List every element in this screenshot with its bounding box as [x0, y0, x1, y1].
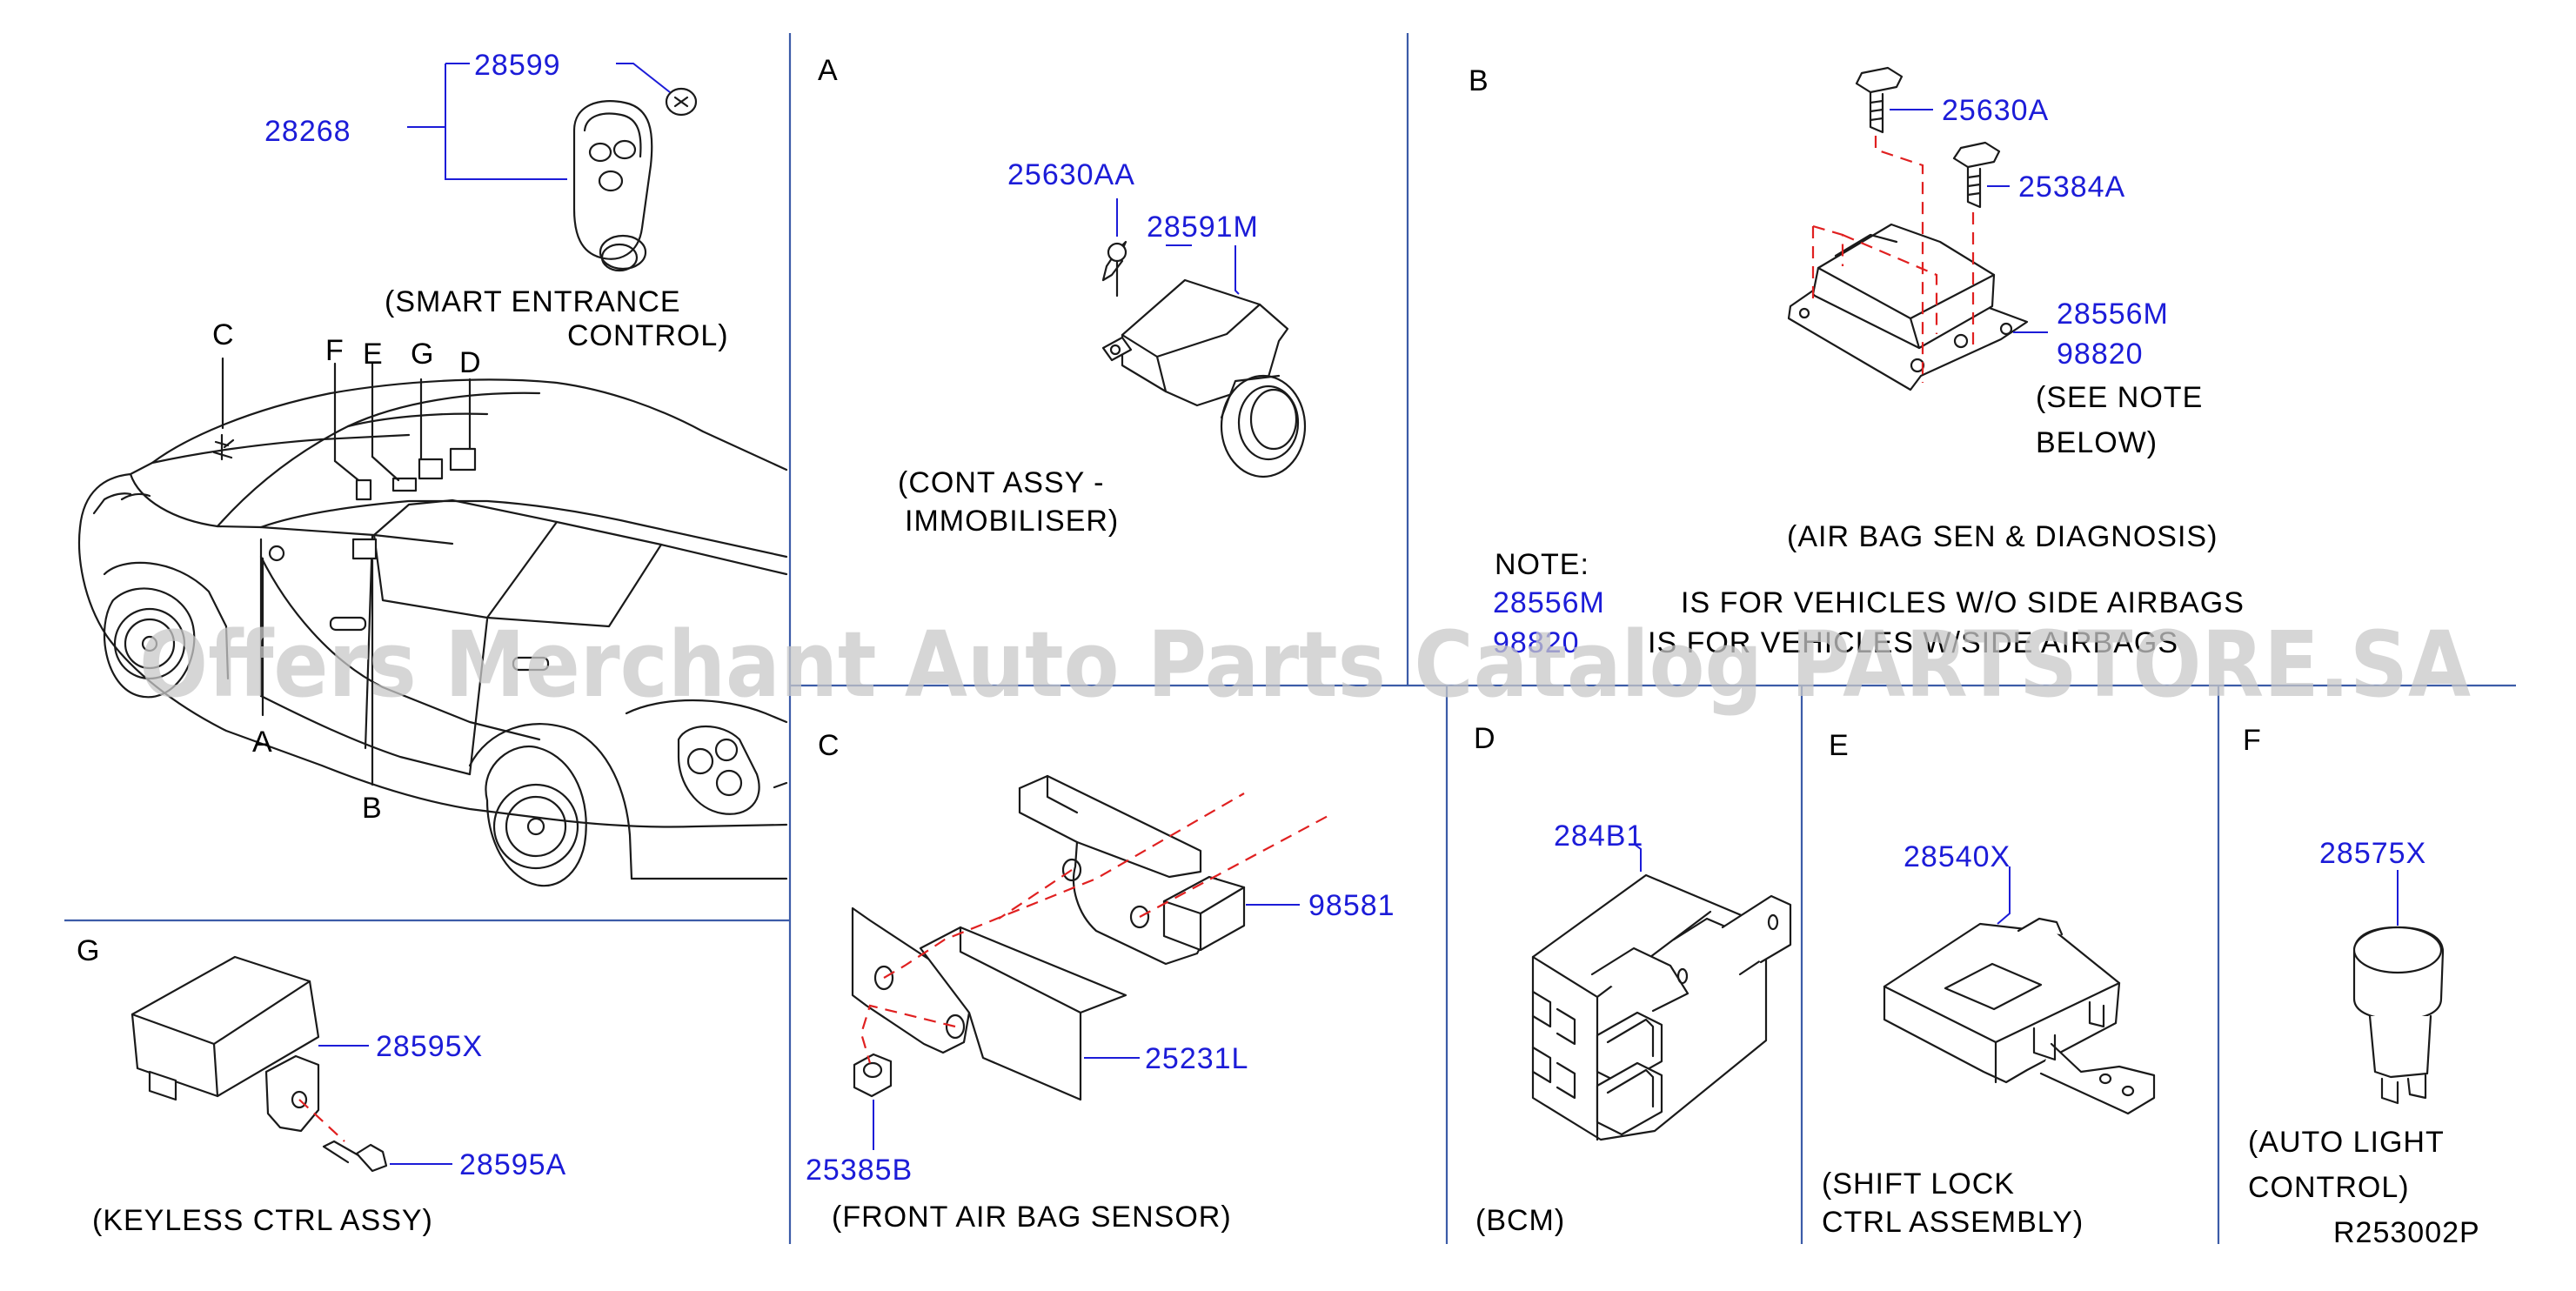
caption-keyless-ctrl: (KEYLESS CTRL ASSY)	[92, 1204, 433, 1237]
car-callout-b: B	[362, 792, 382, 825]
part-number-25630aa: 25630AA	[1007, 158, 1135, 191]
immobiliser-assembly	[1101, 198, 1307, 478]
caption-immobiliser-2: IMMOBILISER)	[905, 505, 1119, 538]
car-callout-a: A	[252, 726, 272, 759]
fob-button	[598, 170, 624, 192]
part-number-25231l: 25231L	[1145, 1042, 1248, 1075]
rear-wheel	[485, 746, 587, 887]
part-number-28595a: 28595A	[459, 1148, 566, 1181]
note-part-number-28556m: 28556M	[1493, 586, 1605, 619]
caption-shift-lock-2: CTRL ASSEMBLY)	[1822, 1206, 2084, 1239]
auto-light-sensor	[2352, 870, 2445, 1105]
part-number-28591m: 28591M	[1147, 211, 1259, 244]
tail-light	[677, 725, 760, 815]
note-part-number-98820: 98820	[1493, 626, 1580, 659]
sensor-block-f	[355, 478, 372, 501]
fob-button	[612, 139, 637, 160]
key-fob-assembly	[407, 63, 698, 272]
part-number-28595x: 28595X	[376, 1030, 483, 1063]
section-label-c: C	[818, 729, 840, 762]
front-wheel	[103, 587, 196, 699]
watermark: Offers Merchant Auto Parts Catalog PARTS…	[139, 612, 2471, 718]
part-number-25630a: 25630A	[1942, 94, 2049, 127]
car-callout-d: D	[459, 346, 481, 379]
section-label-b: B	[1469, 64, 1489, 97]
sensor-block-e	[391, 477, 418, 492]
shift-lock-ctrl	[1883, 866, 2156, 1115]
part-number-28268: 28268	[264, 115, 351, 148]
airbag-diagnosis-assembly	[1787, 66, 2048, 391]
caption-shift-lock-1: (SHIFT LOCK	[1822, 1167, 2015, 1201]
sensor-block-a	[268, 545, 285, 562]
note-text-98820: IS FOR VEHICLES W/SIDE AIRBAGS	[1648, 626, 2178, 659]
caption-smart-entrance-2: CONTROL)	[567, 319, 729, 352]
note-text-28556m: IS FOR VEHICLES W/O SIDE AIRBAGS	[1681, 586, 2245, 619]
car-callout-f: F	[325, 334, 344, 367]
keyless-ctrl-assembly	[130, 955, 452, 1173]
caption-see-note-1: (SEE NOTE	[2036, 381, 2203, 414]
part-number-28575x: 28575X	[2319, 837, 2426, 870]
part-number-284b1: 284B1	[1554, 819, 1643, 853]
part-number-25384a: 25384A	[2018, 171, 2125, 204]
caption-auto-light-2: CONTROL)	[2248, 1171, 2410, 1204]
section-label-a: A	[818, 54, 838, 87]
car-callout-e: E	[363, 338, 383, 371]
part-number-98820: 98820	[2057, 338, 2144, 371]
car-callout-g: G	[411, 338, 433, 371]
immobiliser-ring	[1220, 374, 1307, 478]
section-label-f: F	[2243, 724, 2261, 757]
caption-airbag-sen-diagnosis: (AIR BAG SEN & DIAGNOSIS)	[1787, 520, 2218, 553]
sensor-block-d	[449, 447, 477, 472]
section-label-g: G	[77, 934, 99, 967]
bcm-module	[1531, 843, 1792, 1141]
car-callout-c: C	[212, 318, 234, 351]
part-number-28556m: 28556M	[2057, 298, 2169, 331]
panel-dividers	[64, 33, 2516, 1244]
caption-front-airbag-sensor: (FRONT AIR BAG SENSOR)	[832, 1201, 1232, 1234]
part-number-25385b: 25385B	[806, 1154, 913, 1187]
part-number-98581: 98581	[1308, 889, 1395, 922]
sensor-block-b	[351, 538, 378, 560]
front-airbag-sensor-assembly	[851, 774, 1332, 1150]
section-label-d: D	[1474, 722, 1495, 755]
car-illustration	[77, 357, 788, 887]
diagram-code: R253002P	[2333, 1216, 2480, 1249]
airbag-sensor-mark	[212, 433, 235, 461]
caption-see-note-2: BELOW)	[2036, 426, 2158, 459]
caption-immobiliser-1: (CONT ASSY -	[898, 466, 1104, 499]
caption-bcm: (BCM)	[1475, 1204, 1565, 1237]
section-label-e: E	[1829, 729, 1849, 762]
part-number-28599: 28599	[474, 49, 561, 82]
caption-auto-light-1: (AUTO LIGHT	[2248, 1126, 2445, 1159]
note-title: NOTE:	[1495, 548, 1589, 581]
part-number-28540x: 28540X	[1904, 840, 2011, 873]
sensor-block-g	[418, 458, 444, 480]
fob-button	[588, 142, 612, 163]
caption-smart-entrance-1: (SMART ENTRANCE	[385, 285, 681, 318]
